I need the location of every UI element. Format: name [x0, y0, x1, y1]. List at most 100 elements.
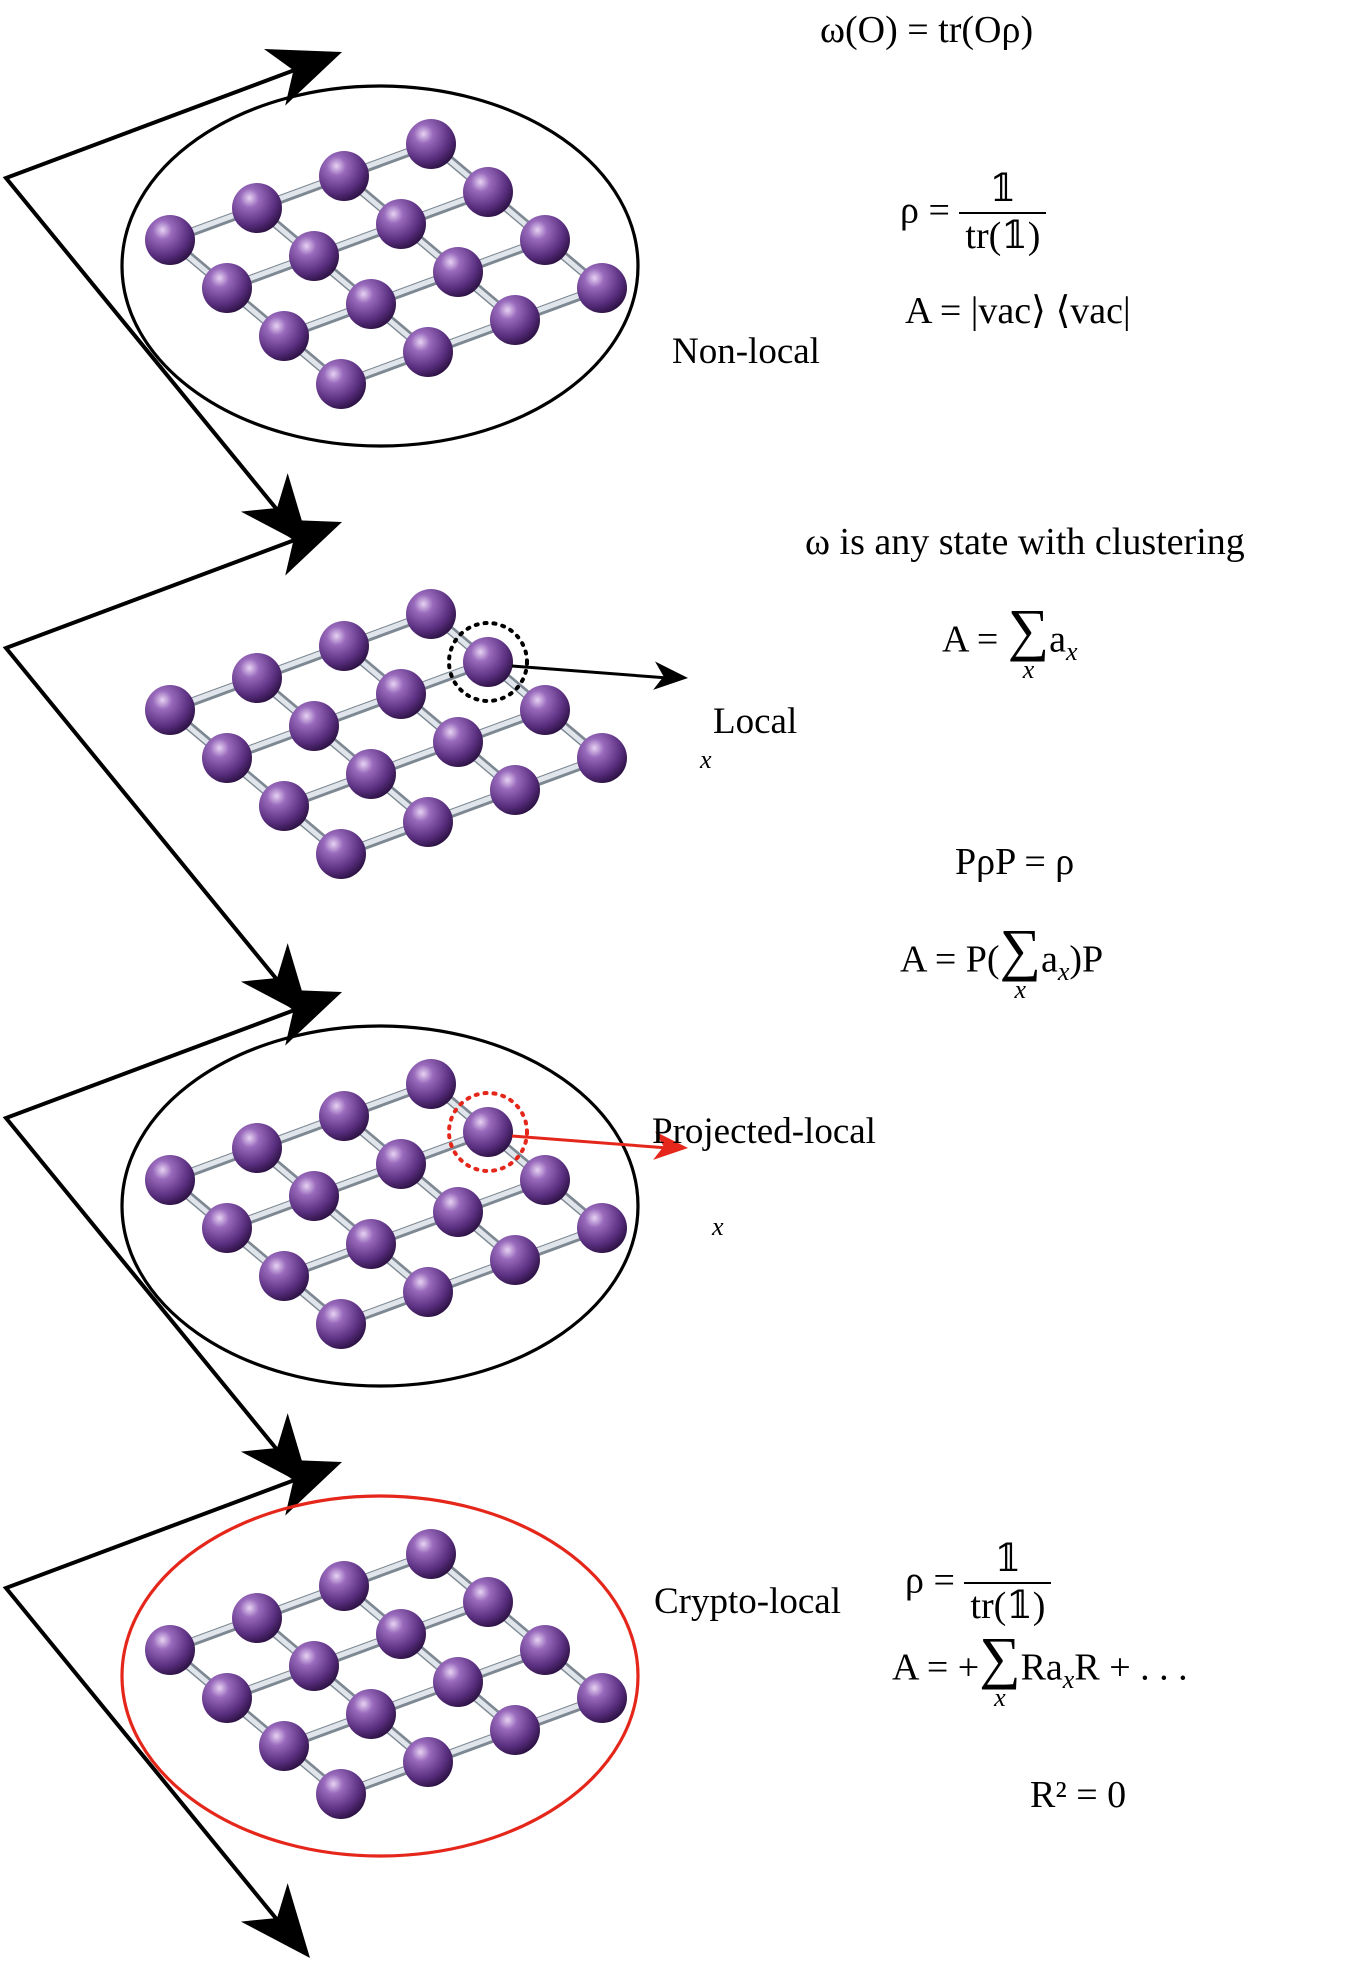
- panel-local: [2, 518, 688, 1018]
- enclosure-ellipse: [120, 84, 640, 448]
- axis-arrow-down: [240, 1883, 310, 1958]
- axis-arrow-up: [263, 48, 342, 106]
- panel-projected-local: [2, 988, 688, 1488]
- panel-non-local: [2, 48, 640, 548]
- equation-local-0: ω is any state with clustering: [805, 520, 1245, 564]
- atom: [490, 295, 540, 345]
- atom: [577, 263, 627, 313]
- equation-tail: R + . . .: [1074, 1646, 1188, 1689]
- fraction-denominator: tr(𝟙): [970, 1584, 1046, 1627]
- atom: [403, 327, 453, 377]
- atom: [316, 829, 366, 879]
- atom: [346, 1219, 396, 1269]
- atom: [319, 1561, 369, 1611]
- atom: [520, 685, 570, 735]
- sigma-glyph: ∑: [999, 917, 1041, 982]
- equation-non-local-2: A = |vac⟩ ⟨vac|: [905, 288, 1131, 333]
- atom: [376, 1139, 426, 1189]
- equation-lhs: A = +: [892, 1646, 980, 1689]
- atom: [346, 1689, 396, 1739]
- equation-lhs: A = P(: [900, 938, 1000, 981]
- equation-non-local-0: ω(O) = tr(Oρ): [820, 8, 1033, 52]
- atom: [202, 263, 252, 313]
- atom: [232, 1593, 282, 1643]
- term-subscript: x: [1062, 1664, 1075, 1694]
- atom: [319, 151, 369, 201]
- equation-text: ω is any state with clustering: [805, 521, 1245, 563]
- atom: [316, 359, 366, 409]
- enclosure-ellipse: [120, 1494, 640, 1858]
- label-projected-local: Projected-local: [652, 1111, 876, 1152]
- sum-index: x: [1022, 655, 1035, 685]
- atom: [145, 685, 195, 735]
- term-subscript: x: [1066, 636, 1078, 666]
- atoms: [145, 1059, 627, 1349]
- highlight-circle: [447, 1091, 529, 1173]
- sum-symbol: ∑x: [1007, 597, 1050, 685]
- atom: [259, 781, 309, 831]
- atom: [346, 279, 396, 329]
- atom: [403, 797, 453, 847]
- axes: [2, 48, 342, 548]
- atom: [202, 1203, 252, 1253]
- sigma-glyph: ∑: [1007, 597, 1050, 662]
- axis-arrow-up: [263, 518, 342, 576]
- atom: [577, 733, 627, 783]
- enclosure-ellipse: [120, 1024, 640, 1388]
- sum-term: a: [1049, 618, 1067, 661]
- equation-projected-local-0: PρP = ρ: [955, 840, 1074, 884]
- axis-arrow-up: [263, 1458, 342, 1516]
- atom: [433, 1187, 483, 1237]
- atom: [520, 1155, 570, 1205]
- atom: [463, 167, 513, 217]
- atom: [376, 669, 426, 719]
- axis-lines: [2, 60, 317, 530]
- atom: [490, 1705, 540, 1755]
- equation-lhs: ρ =: [905, 1559, 965, 1602]
- atom: [490, 765, 540, 815]
- atom: [259, 1721, 309, 1771]
- sum-symbol: ∑x: [999, 917, 1041, 1005]
- site-arrow-head: [653, 1131, 688, 1160]
- atom: [463, 1577, 513, 1627]
- atom: [259, 311, 309, 361]
- site-arrow-line: [511, 664, 669, 680]
- axis-lines: [2, 530, 317, 1000]
- axis-arrow-up: [263, 988, 342, 1046]
- axis-label-x: x: [712, 1212, 724, 1241]
- atom: [232, 653, 282, 703]
- atom: [406, 119, 456, 169]
- highlight-circle: [447, 621, 529, 703]
- atom: [463, 1107, 513, 1157]
- sum-symbol: ∑x: [979, 1628, 1020, 1711]
- atom: [463, 637, 513, 687]
- atom: [403, 1267, 453, 1317]
- atom: [289, 1641, 339, 1691]
- atoms: [145, 119, 627, 409]
- fraction-denominator: tr(𝟙): [965, 214, 1041, 257]
- axis-label-x: x: [700, 745, 712, 774]
- sum-index: x: [1014, 975, 1027, 1005]
- atom: [406, 1529, 456, 1579]
- atom: [232, 183, 282, 233]
- term-subscript: x: [1057, 956, 1070, 986]
- axes: [2, 1458, 342, 1958]
- fraction-numerator: 𝟙: [964, 1538, 1052, 1584]
- atom: [433, 247, 483, 297]
- atom: [145, 1625, 195, 1675]
- atom: [316, 1299, 366, 1349]
- atom: [577, 1203, 627, 1253]
- atom: [520, 1625, 570, 1675]
- atom: [289, 231, 339, 281]
- atom: [406, 1059, 456, 1109]
- atom: [319, 1091, 369, 1141]
- axes: [2, 988, 342, 1488]
- label-local: Local: [713, 701, 798, 742]
- atom: [490, 1235, 540, 1285]
- sum-term: Ra: [1020, 1646, 1063, 1689]
